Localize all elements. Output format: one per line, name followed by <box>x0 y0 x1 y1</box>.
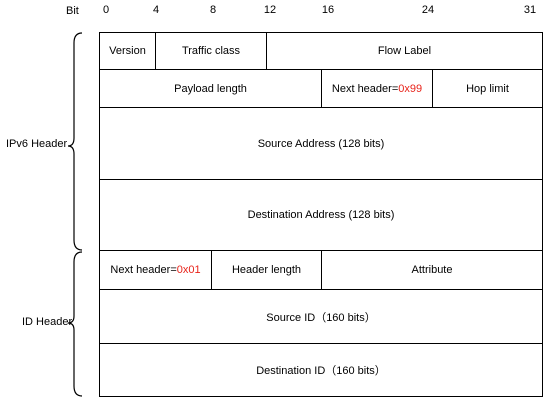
id-next-header-prefix: Next header= <box>110 264 177 276</box>
next-header-value: 0x99 <box>398 82 423 95</box>
version-label: Version <box>109 45 146 57</box>
attribute-label: Attribute <box>411 264 453 276</box>
ipv6-header-brace <box>67 32 83 251</box>
traffic-class-field: Traffic class <box>155 32 267 70</box>
flow-label-field: Flow Label <box>266 32 543 70</box>
next-header-field: Next header=0x99 <box>321 69 433 108</box>
id-header-brace <box>67 251 83 397</box>
bit-tick-0: 0 <box>102 4 110 16</box>
payload-length-label: Payload length <box>174 82 247 95</box>
hop-limit-field: Hop limit <box>432 69 543 108</box>
header-length-label: Header length <box>231 264 302 276</box>
hop-limit-label: Hop limit <box>466 82 509 95</box>
header-length-field: Header length <box>211 250 322 290</box>
next-header-prefix: Next header= <box>331 82 399 95</box>
bit-tick-16: 16 <box>321 4 335 16</box>
destination-id-label: Destination ID（160 bits） <box>256 365 386 377</box>
flow-label-label: Flow Label <box>377 45 432 57</box>
bit-tick-4: 4 <box>152 4 160 16</box>
source-address-label: Source Address (128 bits) <box>257 137 385 150</box>
id-next-header-field: Next header=0x01 <box>99 250 212 290</box>
bit-tick-8: 8 <box>209 4 217 16</box>
destination-address-label: Destination Address (128 bits) <box>247 209 395 221</box>
version-field: Version <box>99 32 156 70</box>
bit-tick-12: 12 <box>263 4 277 16</box>
id-next-header-value: 0x01 <box>176 264 201 276</box>
source-id-field: Source ID（160 bits） <box>99 289 543 344</box>
bit-tick-24: 24 <box>421 4 435 16</box>
source-id-label: Source ID（160 bits） <box>266 311 376 324</box>
source-address-field: Source Address (128 bits) <box>99 107 543 180</box>
bit-axis-title: Bit <box>66 5 79 17</box>
attribute-field: Attribute <box>321 250 543 290</box>
header-braces <box>67 32 83 397</box>
bit-tick-31: 31 <box>523 4 537 16</box>
destination-address-field: Destination Address (128 bits) <box>99 179 543 251</box>
destination-id-field: Destination ID（160 bits） <box>99 343 543 397</box>
id-header-label: ID Header <box>22 316 73 328</box>
traffic-class-label: Traffic class <box>181 45 241 57</box>
ipv6-header-label: IPv6 Header <box>6 138 68 150</box>
payload-length-field: Payload length <box>99 69 322 108</box>
